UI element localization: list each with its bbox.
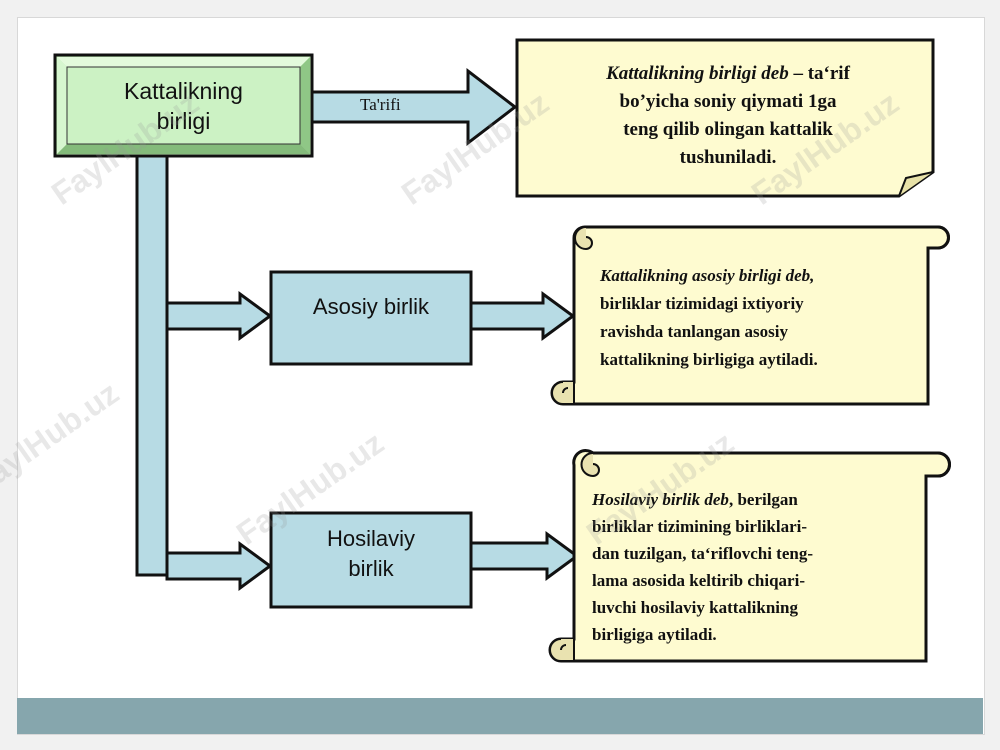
definition-arrow	[310, 67, 518, 147]
derived-unit-note-line-2: dan tuzilgan, ta‘riflovchi teng-	[592, 544, 813, 563]
main-box-line1: Kattalikning	[124, 77, 243, 104]
derived-unit-box	[269, 511, 473, 609]
arrow-base-to-note	[469, 291, 576, 341]
base-unit-note-line-3: kattalikning birligiga aytiladi.	[600, 350, 818, 369]
derived-unit-note: Hosilaviy birlik deb, berilgan birliklar…	[592, 486, 922, 648]
definition-line-1: – ta‘rif	[793, 63, 850, 84]
arrow-derived-to-note	[469, 531, 580, 581]
definition-text: Kattalikning birligi deb – ta‘rif bo’yic…	[528, 60, 928, 172]
base-unit-note-line-2: ravishda tanlangan asosiy	[600, 322, 788, 341]
main-box-line2: birligi	[156, 107, 211, 134]
derived-unit-note-italic: Hosilaviy birlik deb	[592, 490, 729, 509]
derived-unit-scroll	[548, 449, 951, 663]
footer-band	[17, 698, 983, 734]
definition-line-3: teng qilib olingan kattalik	[623, 119, 833, 140]
definition-line-4: tushuniladi.	[679, 147, 777, 168]
derived-unit-note-line-5: birligiga aytiladi.	[592, 625, 717, 644]
base-unit-box	[269, 270, 473, 366]
arrow-to-derived-unit	[165, 541, 273, 591]
derived-unit-note-first-rest: , berilgan	[728, 490, 798, 509]
main-box	[53, 53, 314, 158]
derived-unit-line1: Hosilaviy	[326, 526, 416, 551]
base-unit-label: Asosiy birlik	[312, 294, 430, 319]
base-unit-scroll	[550, 225, 950, 406]
derived-unit-note-line-3: lama asosida keltirib chiqari-	[592, 571, 805, 590]
definition-arrow-label: Ta'rifi	[360, 95, 401, 114]
definition-line-2: bo’yicha soniy qiymati 1ga	[619, 91, 837, 112]
base-unit-note-line-1: birliklar tizimidagi ixtiyoriy	[600, 294, 804, 313]
arrow-to-base-unit	[165, 291, 273, 341]
vertical-connector	[135, 150, 169, 577]
main-box-label: Kattalikning birligi	[67, 67, 300, 144]
definition-note	[515, 38, 935, 198]
derived-unit-note-line-1: birliklar tizimining birliklari-	[592, 517, 808, 536]
derived-unit-line2: birlik	[348, 556, 394, 581]
base-unit-note: Kattalikning asosiy birligi deb, birlikl…	[600, 262, 920, 374]
base-unit-note-italic: Kattalikning asosiy birligi deb,	[600, 266, 815, 285]
derived-unit-label: Hosilaviy birlik	[271, 520, 471, 588]
definition-italic: Kattalikning birligi deb	[606, 63, 789, 84]
derived-unit-note-line-4: luvchi hosilaviy kattalikning	[592, 598, 798, 617]
